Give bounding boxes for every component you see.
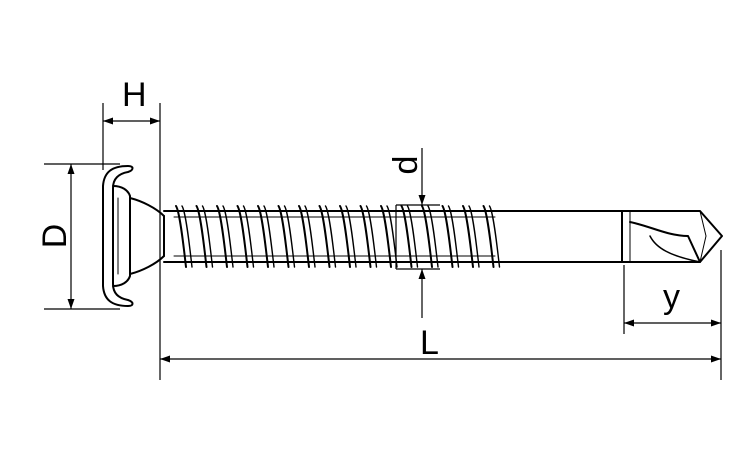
thread-crest	[380, 205, 392, 268]
thread-edge	[365, 205, 378, 268]
dimension-D	[44, 163, 120, 310]
label-D: D	[36, 224, 74, 249]
thread-edge	[427, 205, 439, 268]
label-y: y	[663, 278, 680, 316]
thread-edge	[201, 205, 214, 268]
thread-crest	[359, 205, 372, 268]
label-L: L	[420, 324, 439, 362]
screw-head	[102, 165, 165, 307]
thread-crest	[421, 205, 433, 268]
drill-point	[499, 210, 723, 263]
thread-edge	[488, 205, 501, 268]
thread-edge	[468, 205, 480, 268]
label-d: d	[387, 156, 425, 175]
thread-edge	[447, 205, 460, 268]
thread-crest	[257, 205, 269, 268]
dimension-d	[395, 148, 440, 318]
dimension-y	[623, 265, 721, 334]
thread-crest	[462, 205, 474, 268]
thread-edge	[324, 205, 337, 268]
thread-edge	[181, 205, 193, 268]
thread-crest	[400, 205, 413, 268]
thread-crest	[277, 205, 290, 268]
thread-crest	[175, 205, 187, 268]
thread-edge	[222, 205, 234, 268]
dimension-H	[102, 103, 161, 380]
thread-crest	[216, 205, 228, 268]
thread-crest	[236, 205, 249, 268]
threaded-shank	[163, 205, 501, 268]
thread-edge	[345, 205, 357, 268]
thread-crest	[482, 205, 495, 268]
thread-crest	[318, 205, 331, 268]
thread-crest	[441, 205, 454, 268]
thread-edge	[263, 205, 275, 268]
thread-crest	[195, 205, 208, 268]
dimension-L	[160, 250, 722, 380]
thread-crest	[298, 205, 310, 268]
thread-edge	[283, 205, 296, 268]
thread-crest	[339, 205, 351, 268]
thread-edge	[406, 205, 419, 268]
thread-edge	[242, 205, 255, 268]
label-H: H	[122, 76, 147, 114]
thread-edge	[304, 205, 316, 268]
